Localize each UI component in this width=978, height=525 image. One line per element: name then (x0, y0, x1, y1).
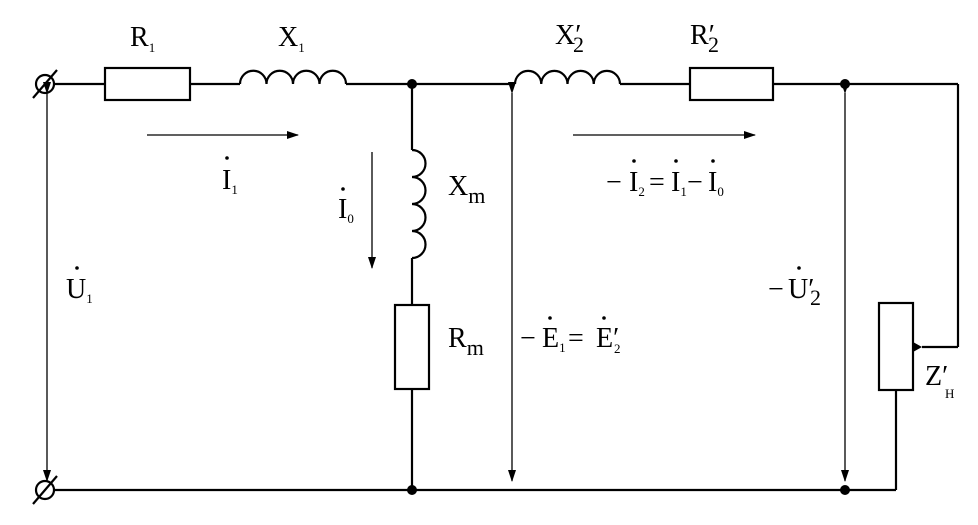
label-i1: I1 (222, 156, 238, 197)
label-u2-prime: −U′2 (768, 266, 821, 310)
svg-text:−I2=I1−I0: −I2=I1−I0 (606, 167, 724, 199)
inductor-x1 (238, 69, 348, 85)
label-xm: Xm (448, 171, 485, 208)
svg-text:−E1=E′2: −E1=E′2 (520, 323, 621, 356)
resistor-rm (393, 303, 431, 391)
label-i0: I0 (338, 187, 354, 226)
label-r2-prime: R′2 (690, 20, 719, 57)
wires (45, 82, 960, 492)
label-e1-equation: −E1=E′2 (520, 316, 621, 356)
input-terminal-bottom (32, 475, 58, 505)
input-terminal-top (32, 69, 58, 99)
label-x1: X1 (278, 22, 305, 55)
svg-text:−U′2: −U′2 (768, 274, 821, 310)
resistor-r1 (103, 66, 192, 102)
inductor-xm (411, 148, 427, 260)
svg-text:U1: U1 (66, 274, 93, 306)
svg-text:I0: I0 (338, 194, 354, 226)
inductor-x2-prime (513, 69, 622, 85)
label-r1: R1 (130, 22, 155, 55)
svg-text:I1: I1 (222, 165, 238, 197)
label-rm: Rm (448, 323, 484, 360)
resistor-r2-prime (688, 66, 775, 102)
label-i2-equation: −I2=I1−I0 (606, 159, 724, 199)
node-dot-top-left (407, 79, 417, 89)
label-zh-prime: Z′Н (925, 361, 954, 401)
label-u1: U1 (66, 266, 93, 306)
load-resistor-zh (877, 301, 915, 392)
node-dot-bottom-right (840, 485, 850, 495)
load-wiper-arrowhead (913, 342, 922, 352)
node-dot-top-right (840, 79, 850, 89)
node-dot-bottom-left (407, 485, 417, 495)
label-x2-prime: X′2 (555, 20, 584, 57)
